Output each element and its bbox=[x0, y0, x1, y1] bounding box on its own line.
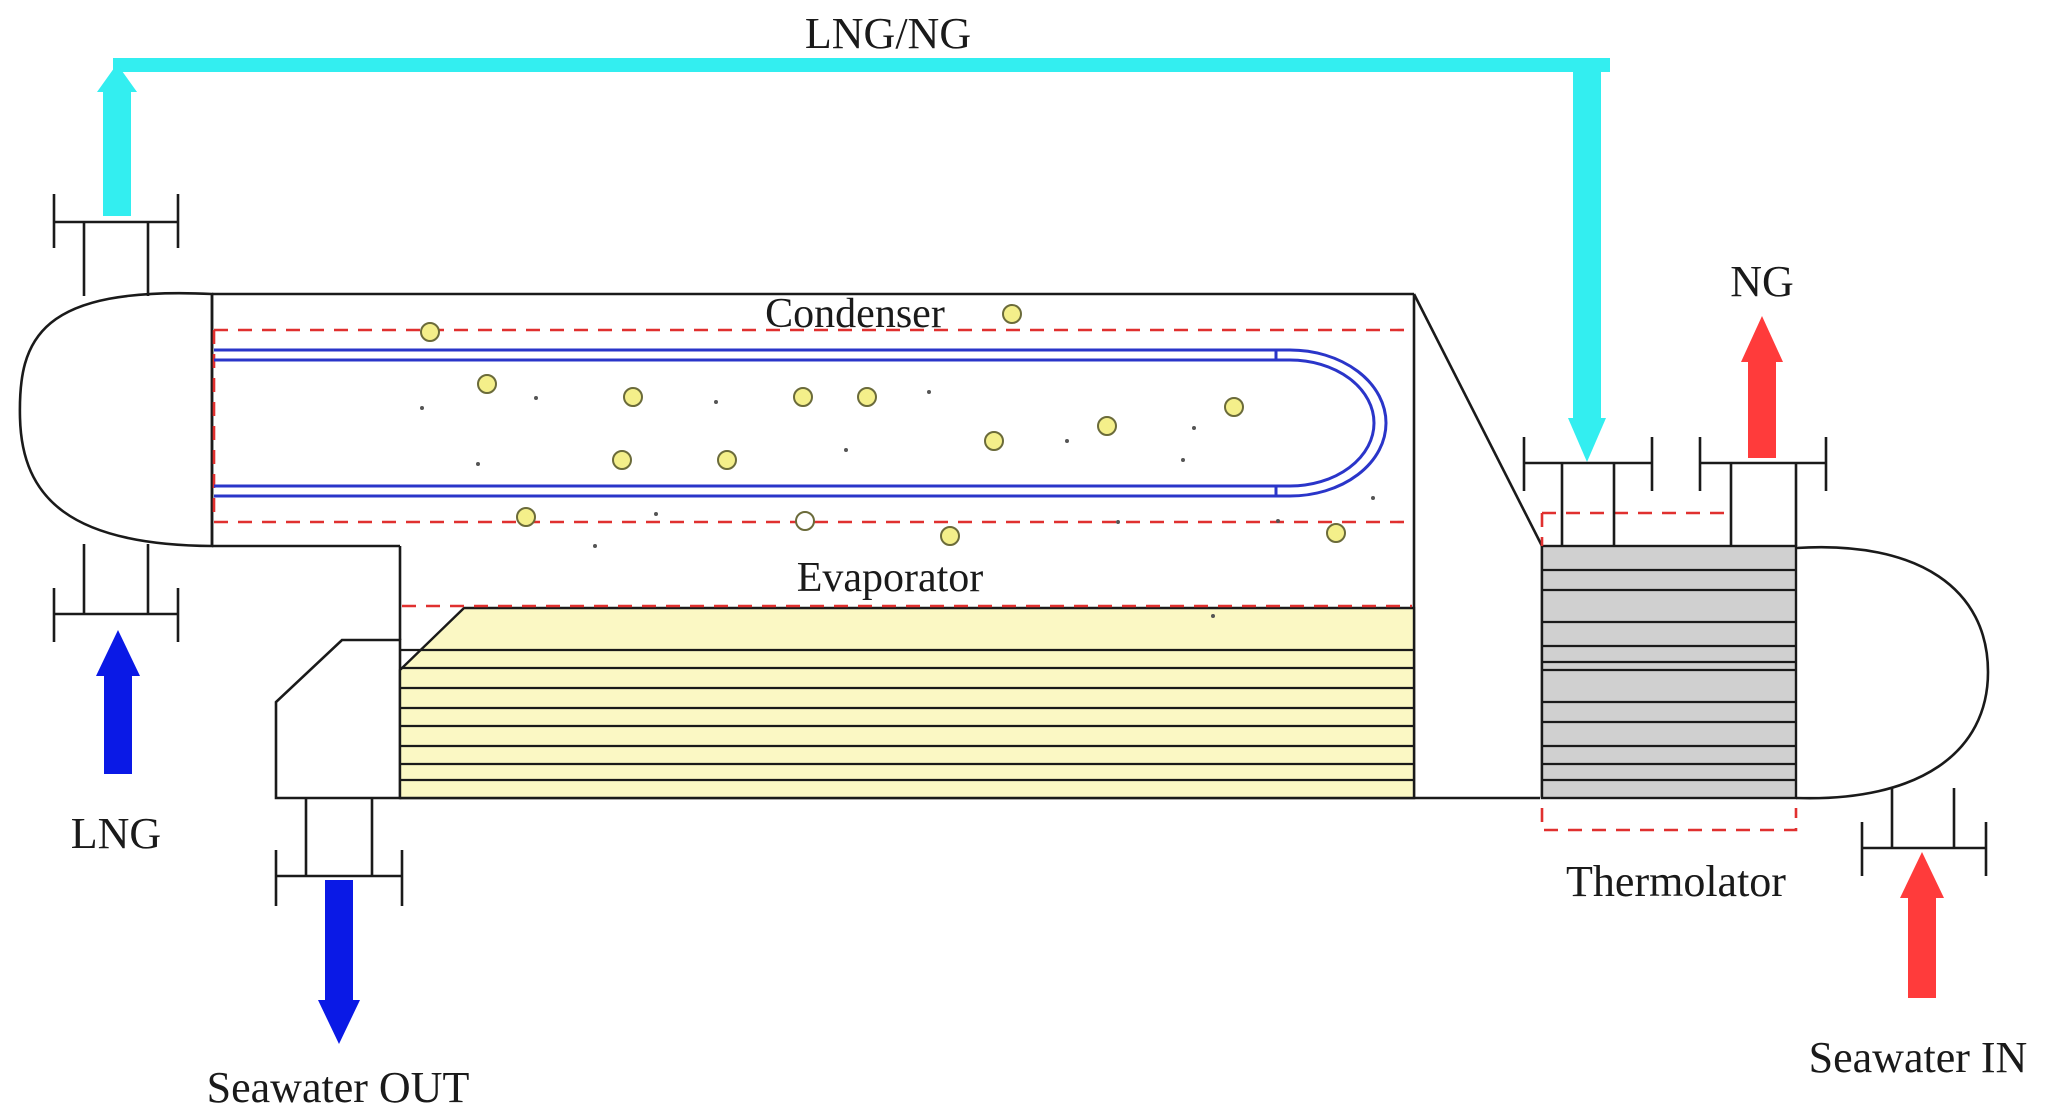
lng-ng-label: LNG/NG bbox=[805, 9, 971, 58]
seawater-in-label: Seawater IN bbox=[1809, 1033, 2028, 1082]
condenser-u-tube bbox=[214, 348, 1388, 498]
arrow-up-icon bbox=[1900, 852, 1944, 998]
ng-label: NG bbox=[1730, 257, 1794, 306]
seawater-outlet-box bbox=[274, 638, 404, 906]
arrow-up-icon bbox=[1741, 316, 1783, 458]
thermolator bbox=[1412, 293, 1990, 876]
left-channel-head bbox=[18, 194, 214, 642]
thermolator-label: Thermolator bbox=[1566, 857, 1786, 906]
evaporator-label: Evaporator bbox=[797, 555, 984, 601]
arrow-up-icon bbox=[96, 630, 140, 774]
seawater-out-label: Seawater OUT bbox=[207, 1063, 470, 1112]
evaporator-bundle bbox=[398, 606, 1416, 800]
arrow-down-icon bbox=[318, 880, 360, 1044]
condenser-boundary bbox=[212, 328, 1412, 524]
lng-label: LNG bbox=[71, 809, 161, 858]
lng-ng-transfer-line bbox=[97, 58, 1610, 462]
droplets bbox=[420, 390, 1375, 618]
vapor-bubbles bbox=[420, 304, 1346, 546]
condenser-label: Condenser bbox=[765, 291, 945, 337]
